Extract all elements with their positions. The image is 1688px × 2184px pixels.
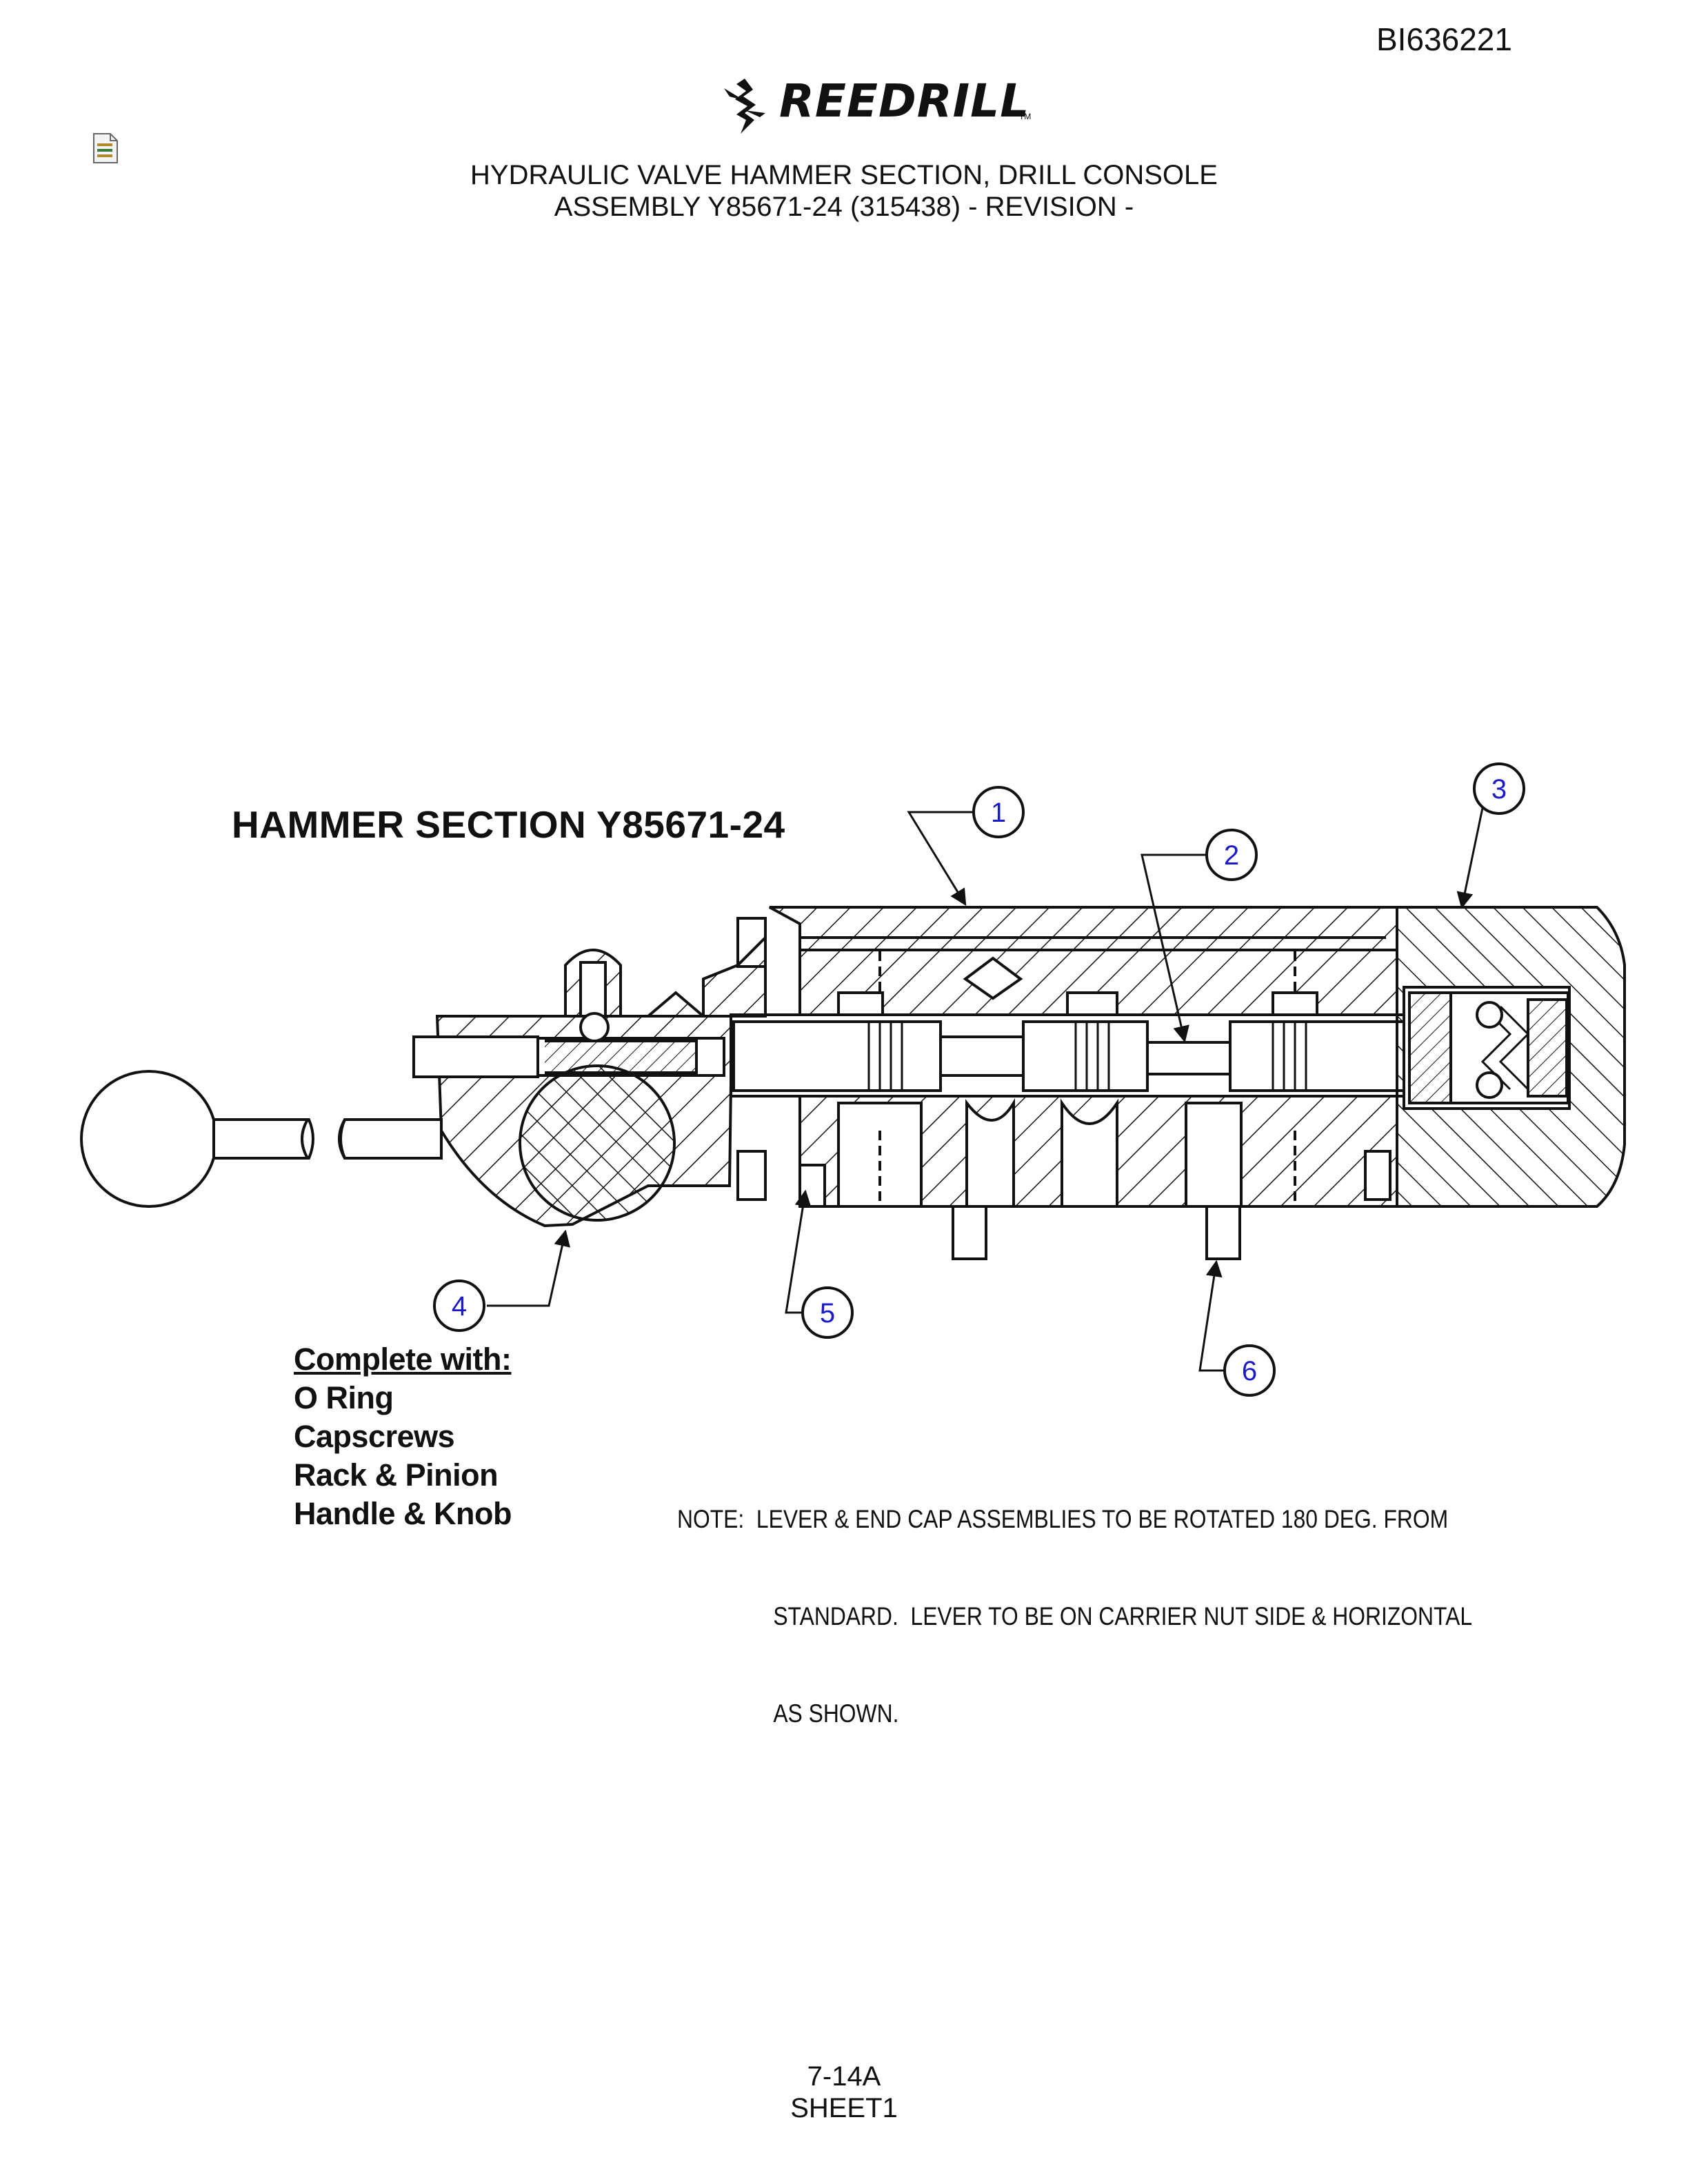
svg-text:6: 6 <box>1242 1356 1257 1386</box>
brand-name: REEDRILL <box>779 74 1030 128</box>
note-line2: STANDARD. LEVER TO BE ON CARRIER NUT SID… <box>773 1602 1473 1630</box>
callout-4: 4 <box>433 1280 485 1332</box>
callout-1: 1 <box>972 786 1025 838</box>
callout-3: 3 <box>1473 762 1525 815</box>
section-title: HAMMER SECTION Y85671-24 <box>232 803 785 846</box>
page-title-line2: ASSEMBLY Y85671-24 (315438) - REVISION - <box>554 192 1134 222</box>
handle-and-knob <box>80 1070 443 1208</box>
page-number: 7-14A <box>807 2061 881 2092</box>
page-title-line1: HYDRAULIC VALVE HAMMER SECTION, DRILL CO… <box>470 160 1218 190</box>
note-line1: NOTE: LEVER & END CAP ASSEMBLIES TO BE R… <box>677 1505 1449 1533</box>
document-icon[interactable] <box>91 132 120 168</box>
svg-text:1: 1 <box>991 798 1006 828</box>
end-cap <box>1396 906 1626 1208</box>
assembly-note: NOTE: LEVER & END CAP ASSEMBLIES TO BE R… <box>677 1438 1472 1762</box>
callout-2: 2 <box>1205 829 1258 881</box>
svg-text:5: 5 <box>820 1298 835 1328</box>
brand-logo: REEDRILL TM <box>717 74 1048 136</box>
trademark-symbol: TM <box>1019 112 1032 121</box>
sheet-label: SHEET1 <box>790 2093 898 2123</box>
list-item: Capscrews <box>294 1419 455 1454</box>
callout-5: 5 <box>801 1286 854 1339</box>
svg-text:2: 2 <box>1224 840 1239 871</box>
note-line3: AS SHOWN. <box>773 1699 899 1728</box>
lever-housing <box>412 934 767 1228</box>
leader-lines <box>487 807 1484 1372</box>
document-id: BI636221 <box>1376 21 1512 57</box>
list-item: Rack & Pinion <box>294 1457 499 1493</box>
svg-text:3: 3 <box>1491 774 1507 805</box>
callout-6: 6 <box>1223 1344 1276 1397</box>
list-item: O Ring <box>294 1380 394 1415</box>
complete-with-list: Complete with: O Ring Capscrews Rack & P… <box>294 1340 512 1533</box>
drill-bit-icon <box>724 79 765 134</box>
list-item: Handle & Knob <box>294 1496 512 1531</box>
svg-text:4: 4 <box>452 1291 467 1322</box>
complete-with-heading: Complete with: <box>294 1342 512 1377</box>
spool <box>732 1020 1438 1092</box>
